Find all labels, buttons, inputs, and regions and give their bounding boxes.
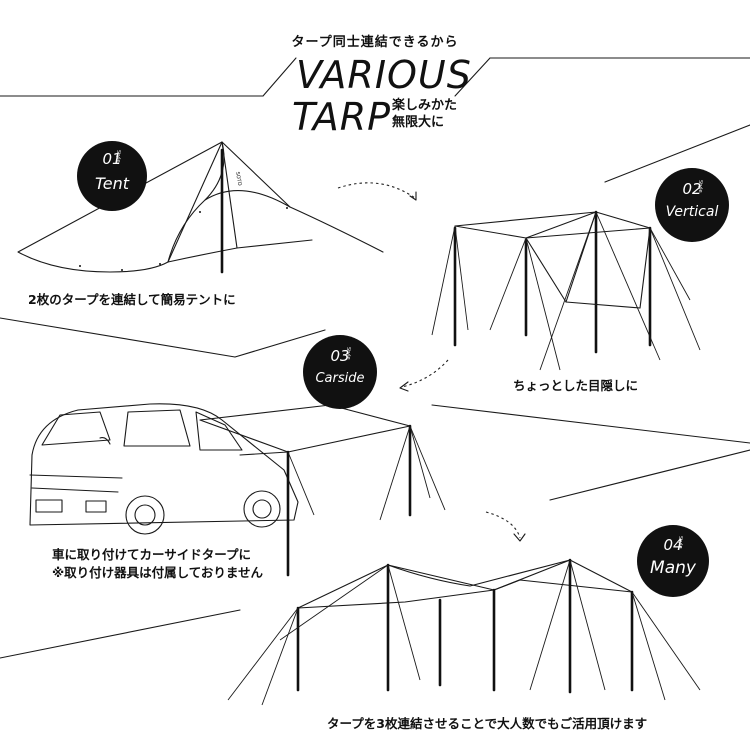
style-badge-many: 04 Many Style [637, 525, 709, 597]
caption-tent: 2枚のタープを連結して簡易テントに [28, 292, 236, 307]
section-dividers [0, 124, 750, 659]
header-kicker: タープ同士連結できるから [291, 35, 459, 50]
badge-style-tag: Style [677, 536, 683, 549]
vertical-illustration [431, 210, 701, 371]
badge-number: 02 [682, 180, 702, 198]
badge-name: Vertical [665, 204, 719, 220]
badge-name: Tent [94, 174, 130, 193]
badge-style-tag: Style [115, 150, 121, 163]
badge-number: 03 [330, 347, 350, 365]
badge-style-tag: Style [345, 347, 351, 360]
badge-name: Carside [315, 371, 365, 386]
flow-arrows [337, 182, 526, 542]
style-badge-tent: 01 Tent Style [77, 141, 147, 211]
badge-number: 01 [102, 150, 122, 168]
car-illustration [29, 403, 299, 535]
caption-many: タープを3枚連結させることで大人数でもご活用頂けます [327, 716, 648, 731]
title-line1: VARIOUS [296, 53, 472, 97]
title-sub2: 無限大に [392, 115, 445, 130]
badge-name: Many [650, 558, 696, 578]
caption-carside: 車に取り付けてカーサイドタープに [52, 547, 252, 562]
style-badge-carside: 03 Carside Style [303, 335, 377, 409]
tent-illustration: SOTO [17, 141, 384, 274]
caption-vertical: ちょっとした目隠しに [513, 378, 639, 393]
many-illustration [227, 558, 701, 706]
style-badge-vertical: 02 Vertical Style [655, 168, 729, 242]
svg-text:SOTO: SOTO [234, 171, 242, 186]
caption-carside-note: ※取り付け器具は付属しておりません [52, 565, 264, 580]
badge-style-tag: Style [697, 180, 703, 193]
title-line2: TARP [292, 95, 392, 139]
title-sub1: 楽しみかた [392, 98, 458, 113]
carside-tarp [199, 404, 446, 577]
header-rules [0, 57, 750, 97]
badge-number: 04 [663, 536, 683, 554]
